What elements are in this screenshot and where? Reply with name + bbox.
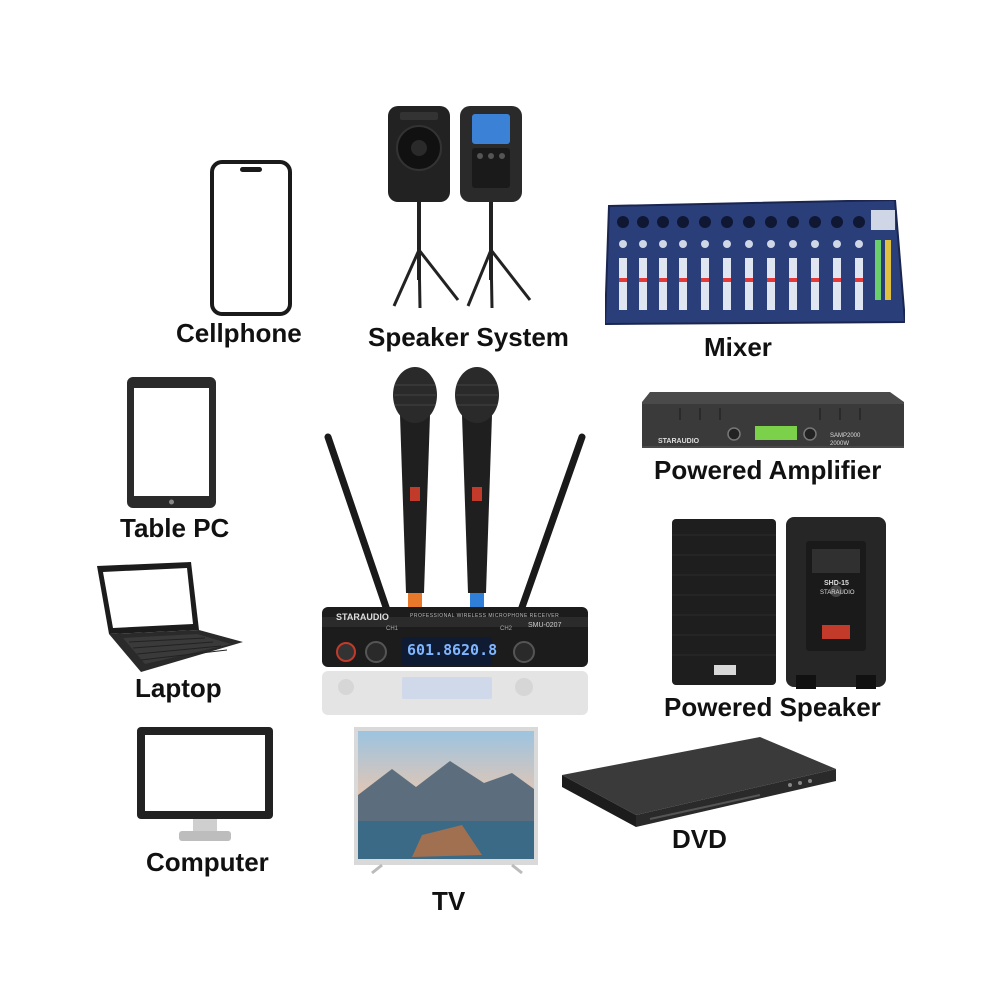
receiver-ch1-label: CH1	[386, 626, 399, 632]
amplifier-model: SAMP2000	[830, 433, 861, 439]
computer-monitor-image	[135, 725, 275, 845]
receiver-ch2-label: CH2	[500, 626, 513, 632]
speaker-system-label: Speaker System	[368, 322, 569, 352]
laptop-label: Laptop	[135, 673, 222, 703]
cellphone-image	[210, 160, 292, 316]
receiver-subtitle: PROFESSIONAL WIRELESS MICROPHONE RECEIVE…	[410, 613, 560, 619]
powered-amplifier-image	[640, 390, 905, 452]
laptop-image	[95, 560, 245, 675]
mixer-label: Mixer	[704, 332, 772, 362]
powered-speaker-image	[670, 515, 890, 695]
cellphone-label: Cellphone	[176, 318, 302, 348]
dvd-player-image	[560, 735, 840, 830]
mixer-image	[605, 200, 905, 325]
powered-speaker-brand: STARAUDIO	[820, 590, 855, 596]
receiver-ch2-display: 620.8	[452, 641, 498, 659]
tablet-image	[125, 375, 218, 510]
dvd-label: DVD	[672, 824, 727, 854]
speaker-system-image	[380, 100, 540, 320]
receiver-ch1-display: 601.8	[407, 641, 453, 659]
tv-label: TV	[432, 886, 466, 916]
receiver-brand: STARAUDIO	[336, 612, 389, 622]
powered-speaker-model: SHD-15	[824, 580, 849, 587]
wireless-microphone-system-image	[320, 365, 590, 720]
table-pc-label: Table PC	[120, 513, 230, 543]
amplifier-brand: STARAUDIO	[658, 438, 700, 445]
computer-label: Computer	[146, 847, 269, 877]
powered-amplifier-label: Powered Amplifier	[654, 455, 882, 485]
tv-image	[352, 725, 542, 875]
amplifier-power: 2000W	[830, 441, 850, 447]
receiver-model: SMU-0207	[528, 622, 562, 629]
powered-speaker-label: Powered Speaker	[664, 692, 881, 722]
